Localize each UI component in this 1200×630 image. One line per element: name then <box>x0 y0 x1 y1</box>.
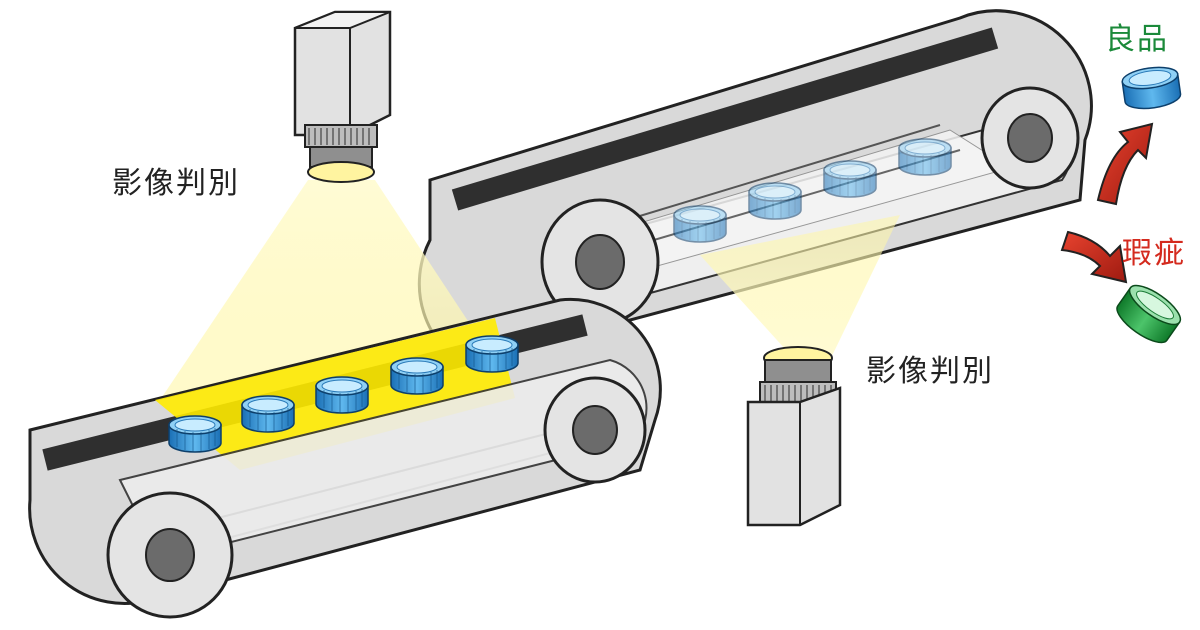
bottom-camera-label: 影像判別 <box>866 354 994 389</box>
top-camera-label: 影像判別 <box>112 166 240 201</box>
bottom-camera-icon <box>746 346 842 527</box>
defect-label: 瑕疵 <box>1122 236 1186 271</box>
good-arrow-icon <box>1096 122 1154 206</box>
defect-arrow-icon <box>1060 230 1128 284</box>
good-label: 良品 <box>1105 22 1169 57</box>
bottom-camera-light-beam <box>700 215 900 360</box>
good-cap-icon <box>1121 66 1182 110</box>
top-camera-icon <box>293 10 392 183</box>
defect-cap-icon <box>1116 284 1182 344</box>
